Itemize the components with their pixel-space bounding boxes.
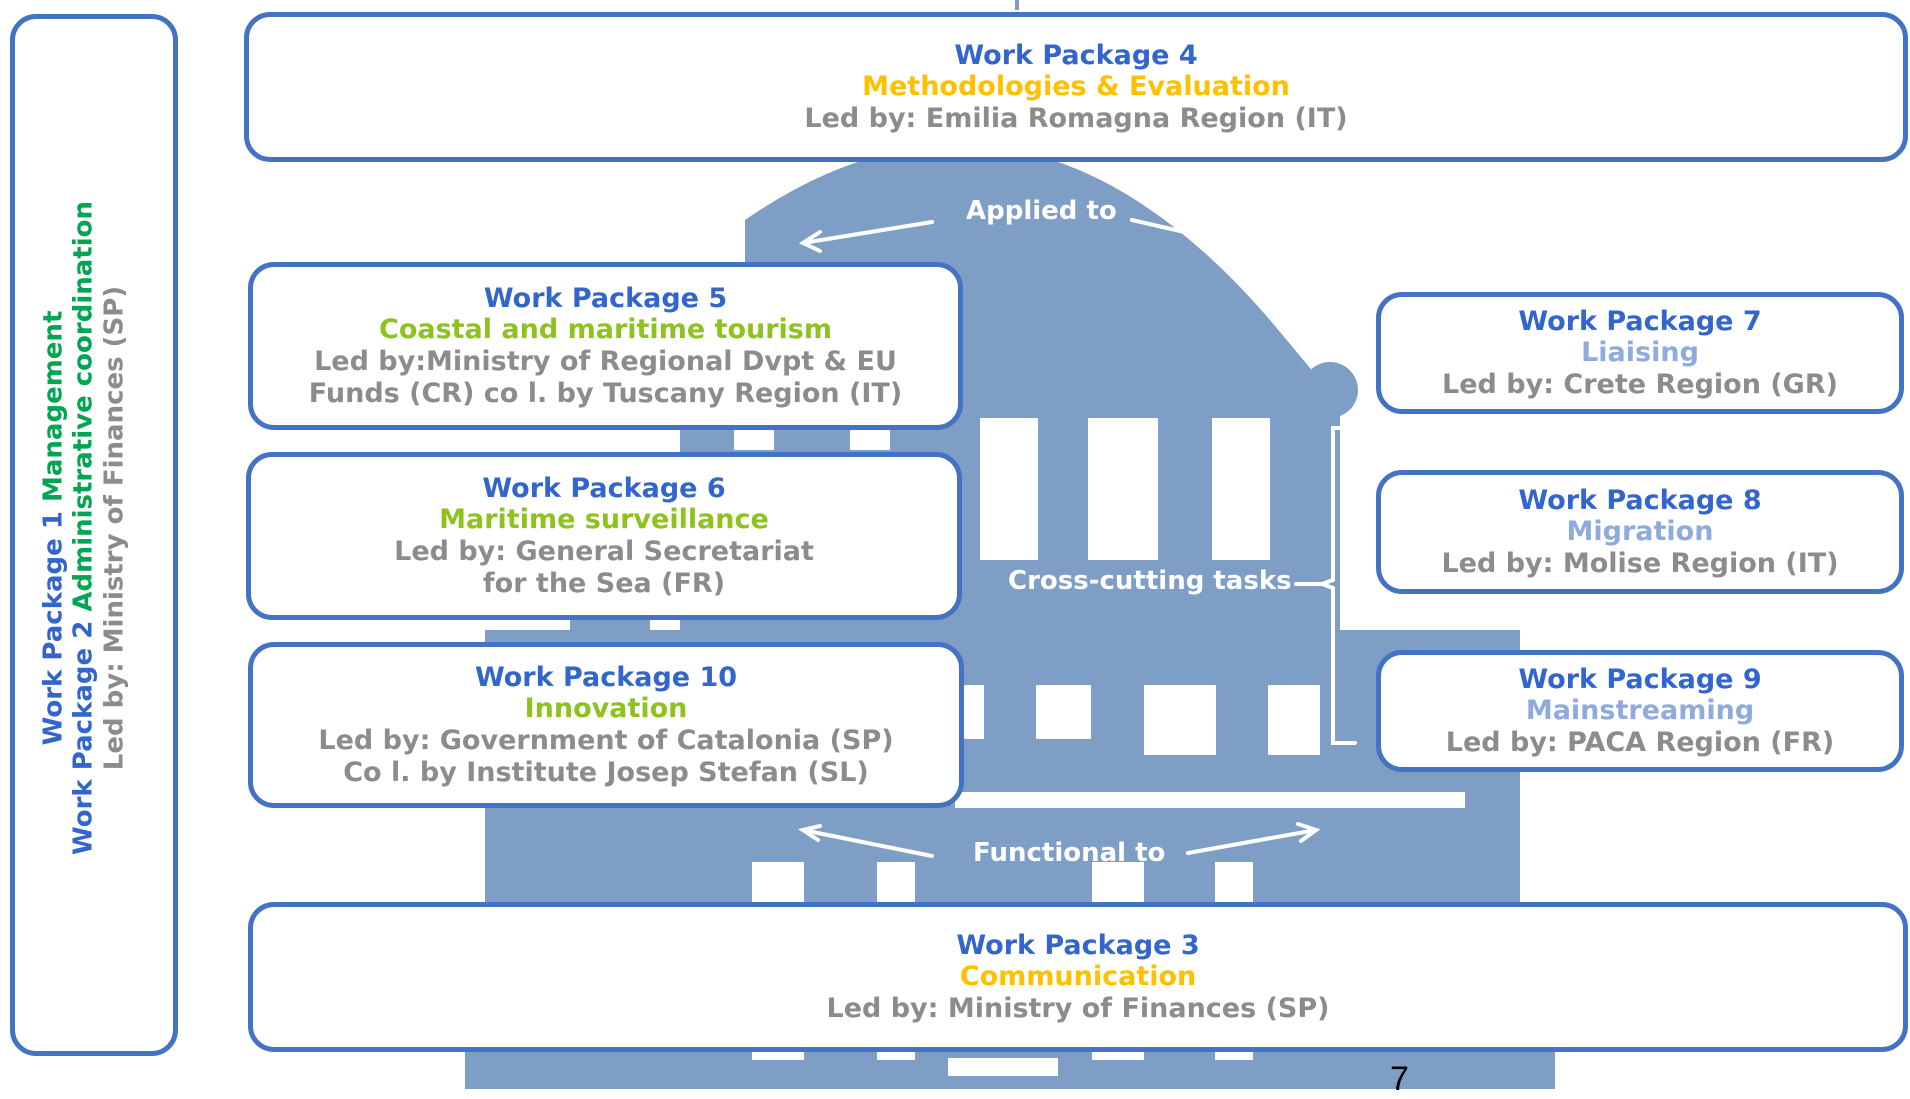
wp8-title: Work Package 8	[1518, 484, 1762, 516]
wp4-lead: Led by: Emilia Romagna Region (IT)	[804, 102, 1348, 134]
side-panel-management	[10, 14, 178, 1056]
functional-to-label: Functional to	[973, 838, 1166, 868]
work-package-5-box: Work Package 5 Coastal and maritime tour…	[248, 262, 963, 430]
page-number: 7	[1390, 1060, 1409, 1098]
wp8-lead: Led by: Molise Region (IT)	[1441, 547, 1839, 579]
wp5-title: Work Package 5	[483, 282, 728, 314]
wp6-title: Work Package 6	[482, 472, 726, 504]
wp5-subtitle: Coastal and maritime tourism	[379, 314, 832, 346]
wp7-title: Work Package 7	[1518, 305, 1762, 337]
side-panel-lead: Led by: Ministry of Finances (SP)	[99, 285, 130, 771]
wp3-lead: Led by: Ministry of Finances (SP)	[826, 992, 1330, 1024]
wp3-subtitle: Communication	[959, 961, 1197, 993]
wp10-title: Work Package 10	[474, 661, 738, 693]
wp10-subtitle: Innovation	[524, 693, 688, 725]
wp3-title: Work Package 3	[956, 929, 1200, 961]
side-panel-rotated-text: Work Package 1 Management Work Package 2…	[38, 201, 129, 855]
wp2-title: Work Package 2	[68, 620, 99, 856]
wp9-lead: Led by: PACA Region (FR)	[1445, 726, 1835, 758]
wp1-title: Work Package 1	[38, 511, 69, 746]
wp4-title: Work Package 4	[954, 39, 1198, 71]
work-package-3-box: Work Package 3 Communication Led by: Min…	[248, 902, 1908, 1052]
work-package-4-box: Work Package 4 Methodologies & Evaluatio…	[244, 12, 1908, 162]
wp7-lead: Led by: Crete Region (GR)	[1442, 368, 1838, 400]
wp10-lead: Led by: Government of Catalonia (SP) Co …	[318, 725, 894, 788]
wp6-subtitle: Maritime surveillance	[439, 504, 769, 536]
work-package-6-box: Work Package 6 Maritime surveillance Led…	[246, 452, 962, 620]
wp5-lead: Led by:Ministry of Regional Dvpt & EU Fu…	[308, 346, 903, 409]
wp1-subtitle: Management	[38, 310, 69, 503]
wp2-subtitle: Administrative coordination	[68, 200, 99, 612]
work-package-9-box: Work Package 9 Mainstreaming Led by: PAC…	[1376, 650, 1904, 772]
wp9-subtitle: Mainstreaming	[1525, 695, 1755, 727]
wp8-subtitle: Migration	[1566, 516, 1714, 548]
wp6-lead: Led by: General Secretariat for the Sea …	[394, 536, 814, 599]
work-package-10-box: Work Package 10 Innovation Led by: Gover…	[248, 642, 964, 808]
wp9-title: Work Package 9	[1518, 663, 1762, 695]
wp7-subtitle: Liaising	[1581, 337, 1699, 369]
cross-cutting-tasks-label: Cross-cutting tasks	[1008, 566, 1292, 596]
applied-to-label: Applied to	[966, 196, 1117, 226]
work-package-7-box: Work Package 7 Liaising Led by: Crete Re…	[1376, 292, 1904, 414]
wp4-subtitle: Methodologies & Evaluation	[862, 71, 1290, 103]
work-package-8-box: Work Package 8 Migration Led by: Molise …	[1376, 470, 1904, 594]
